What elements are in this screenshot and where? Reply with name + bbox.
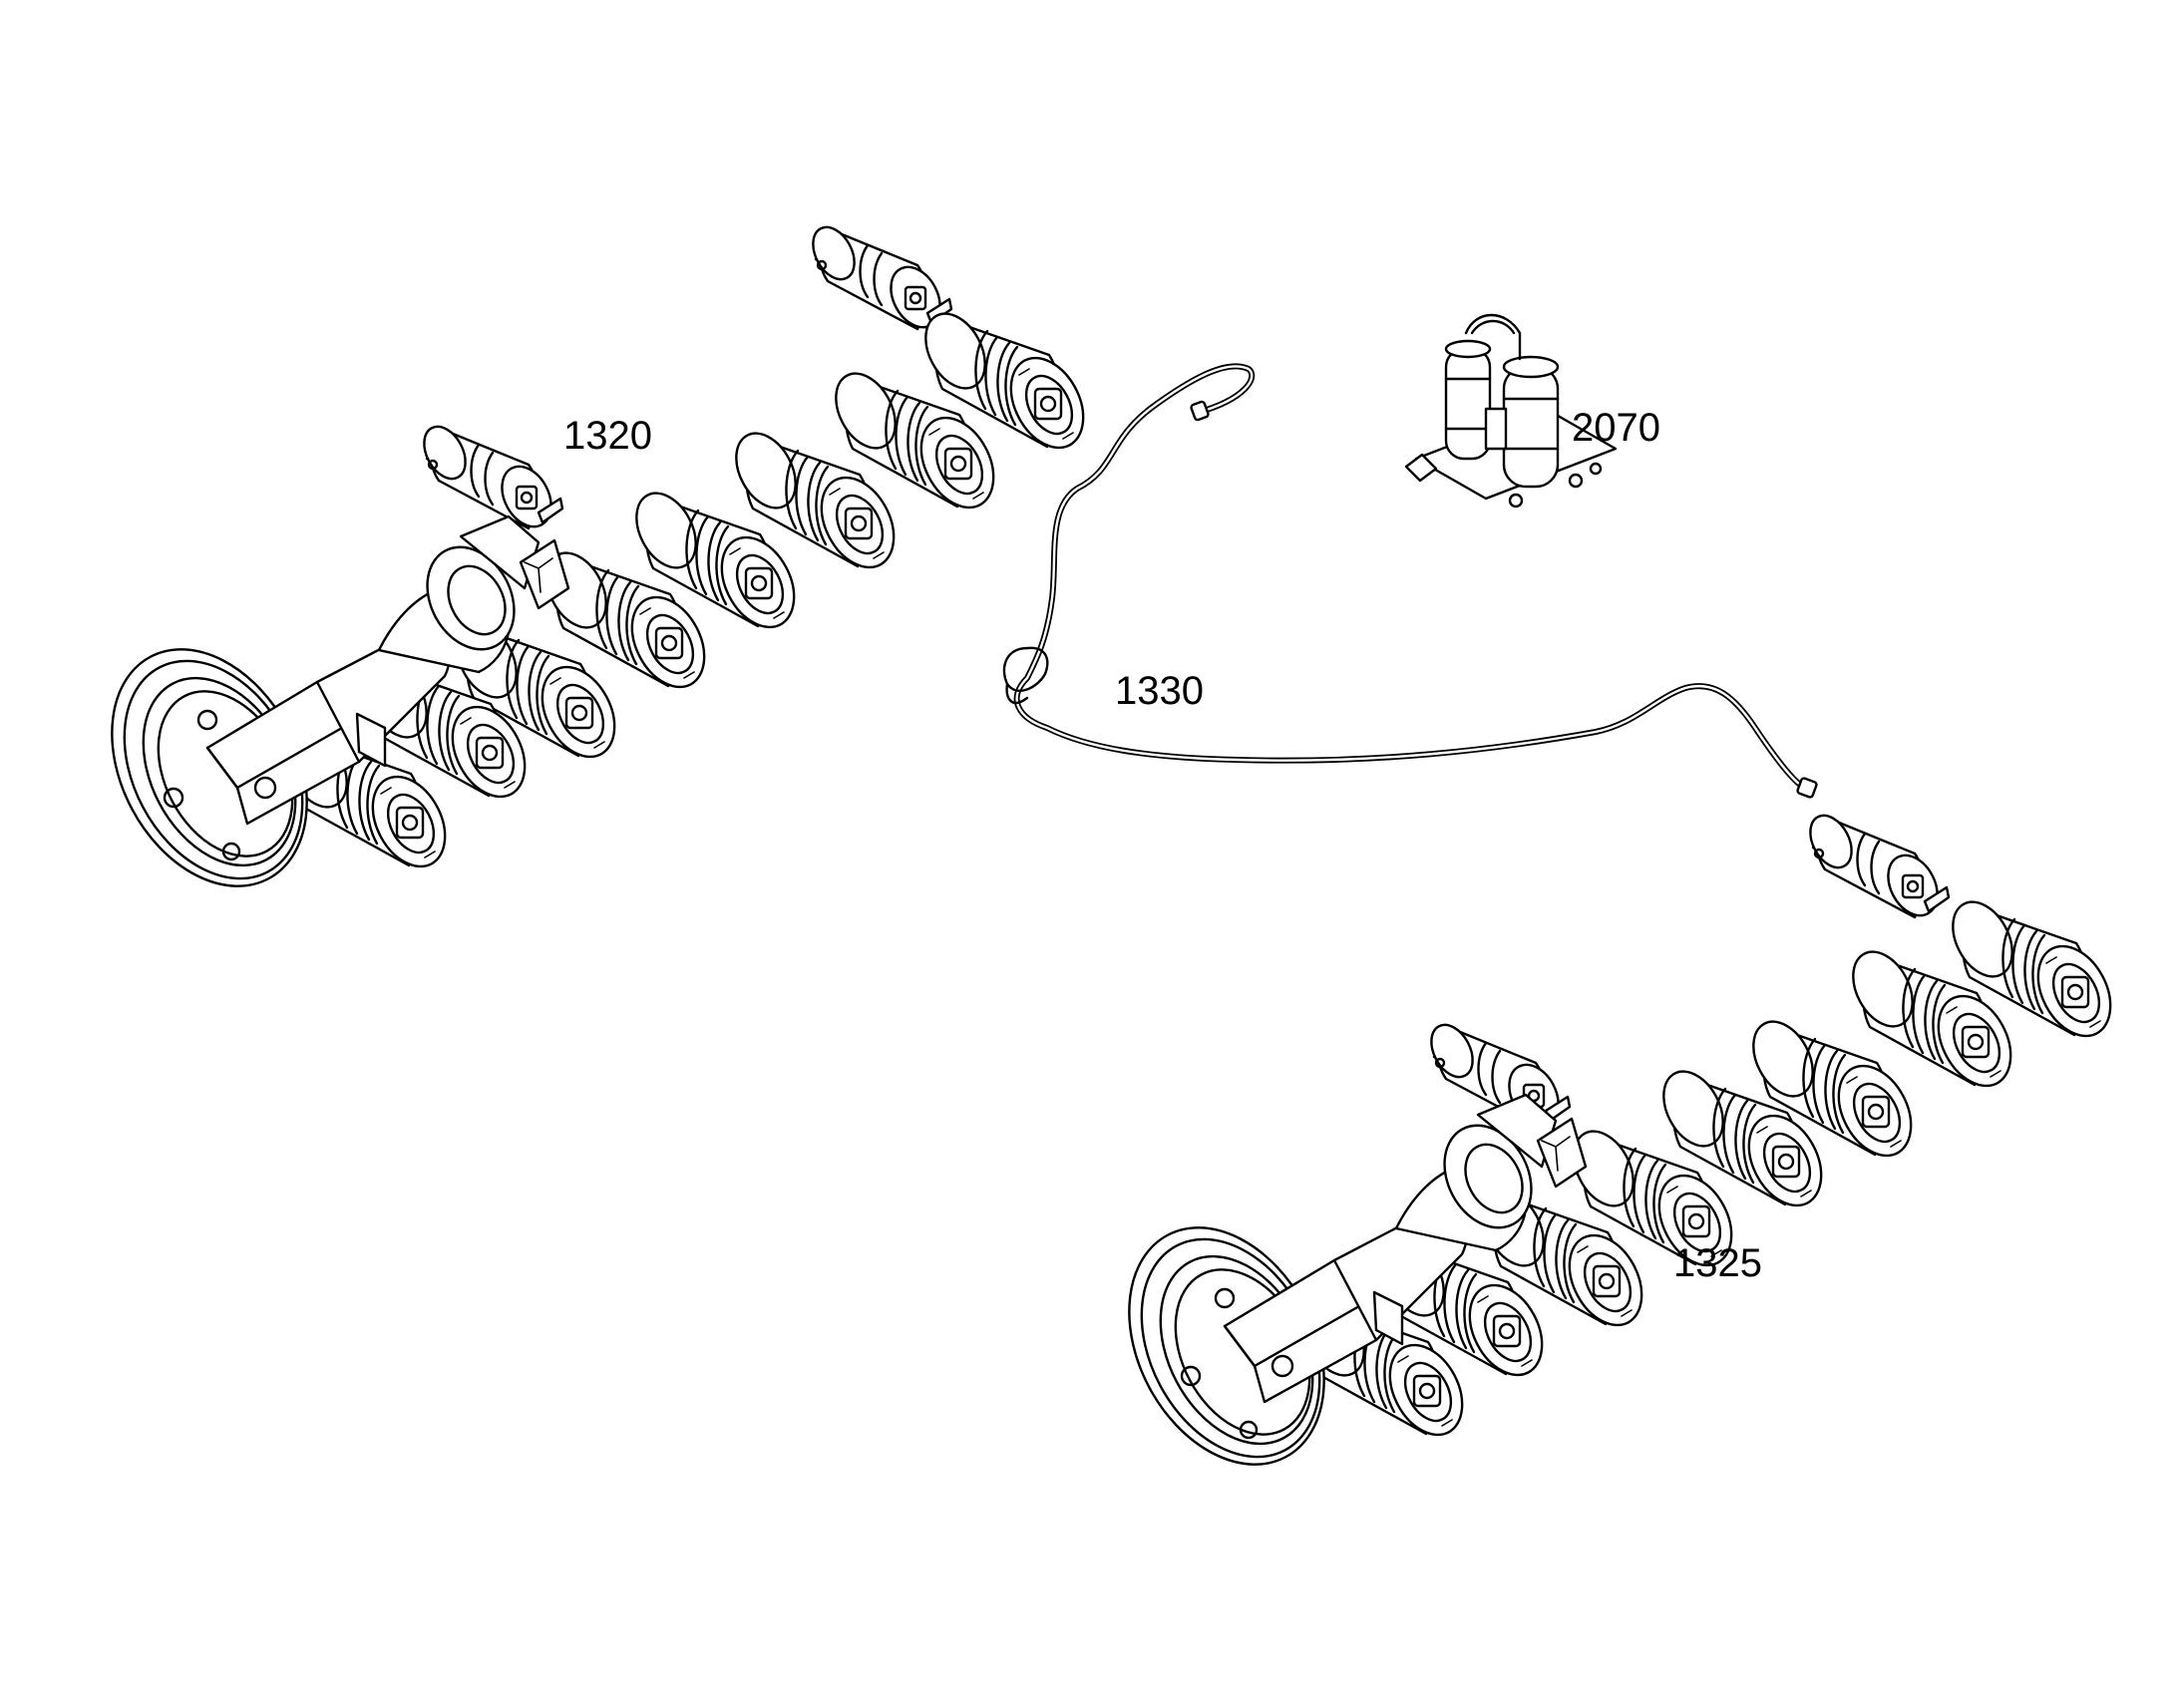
left-carrier-roller-top [803,218,953,337]
callout-1320: 1320 [563,414,652,458]
callout-1325: 1325 [1673,1241,1762,1285]
callout-2070: 2070 [1572,406,1660,450]
left-carrier-roller-front [414,418,564,536]
right-carrier-roller-top [1800,807,1951,925]
right-undercarriage-assembly [1088,807,2126,1500]
left-undercarriage-assembly [71,218,1099,921]
callout-1330: 1330 [1115,669,1204,713]
cable-harness [1002,363,1818,799]
